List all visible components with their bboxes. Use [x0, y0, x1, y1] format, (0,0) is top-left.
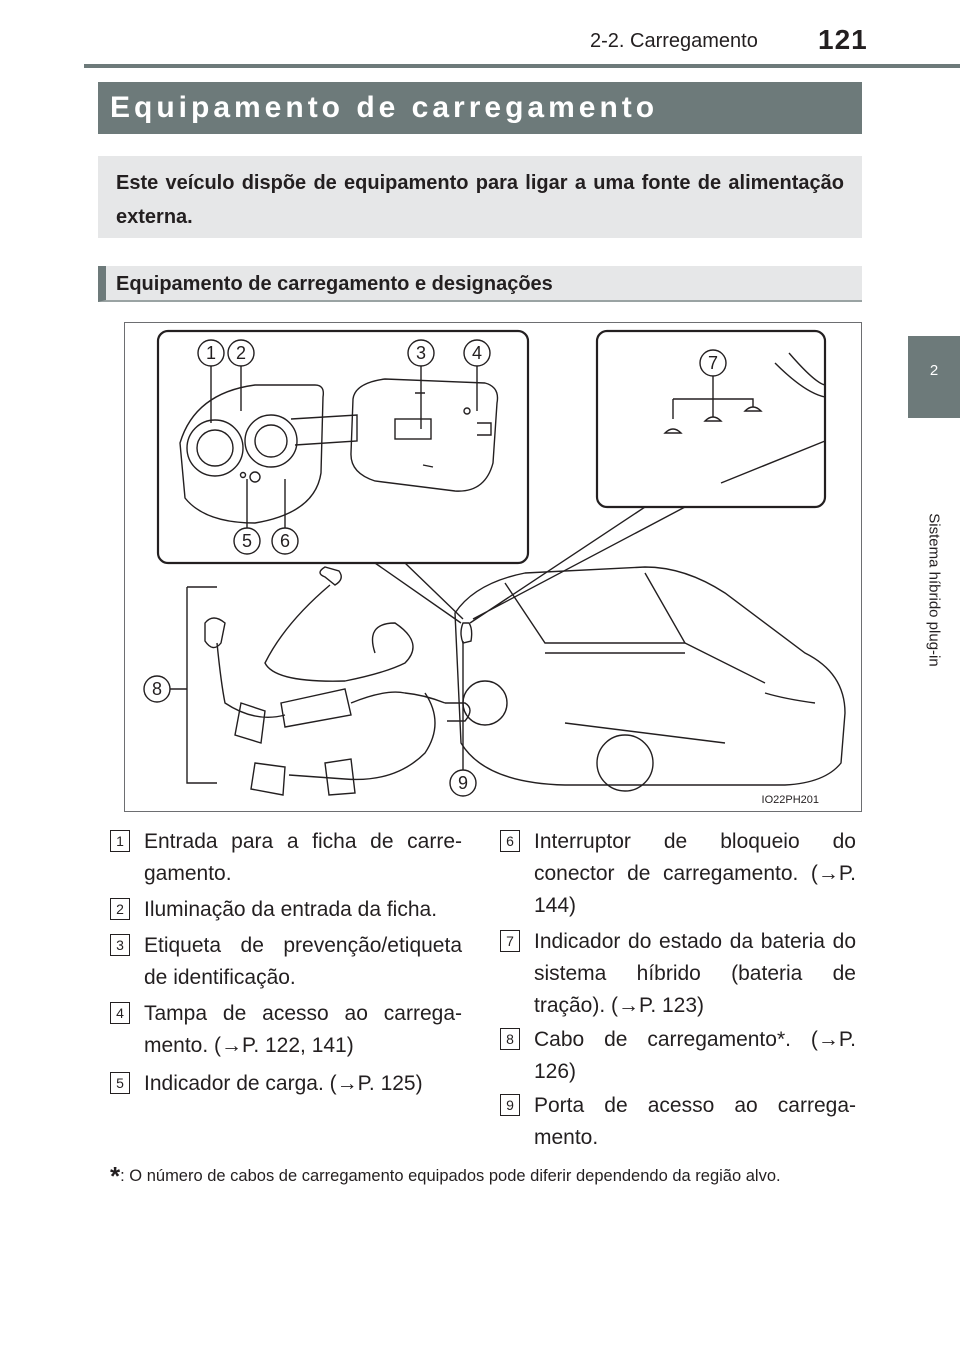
- item-text: Etiqueta de prevenção/etiqueta de identi…: [110, 930, 462, 994]
- item-number: 6: [500, 830, 520, 852]
- pointer-inlet: [375, 563, 463, 623]
- item-number: 4: [110, 1002, 130, 1024]
- item-text: Cabo de carregamento*. (→P. 126): [500, 1024, 856, 1088]
- callout-8-label: 8: [152, 679, 162, 699]
- item-number: 1: [110, 830, 130, 852]
- footnote: *: O número de cabos de carregamento equ…: [110, 1162, 856, 1190]
- pointer-indicator: [470, 507, 685, 623]
- list-item: 8 Cabo de carregamento*. (→P. 126): [500, 1024, 856, 1088]
- callout-1-label: 1: [206, 343, 216, 363]
- callout-9-label: 9: [458, 773, 468, 793]
- list-item: 2 Iluminação da entrada da ficha.: [110, 894, 462, 926]
- callout-3-label: 3: [416, 343, 426, 363]
- car-drawing: [455, 567, 845, 791]
- item-number: 3: [110, 934, 130, 956]
- item-number: 7: [500, 930, 520, 952]
- chapter-tab: 2: [908, 336, 960, 418]
- item-text: Tampa de acesso ao carrega-mento. (→P. 1…: [110, 998, 462, 1062]
- callout-2-label: 2: [236, 343, 246, 363]
- section-title: 2-2. Carregamento: [590, 30, 758, 53]
- item-text: Interruptor de bloqueio do conector de c…: [500, 826, 856, 922]
- item-text: Iluminação da entrada da ficha.: [110, 894, 462, 926]
- illustration-drawing: 1 2 3 4 5 6 7 8 9 IO22PH201: [125, 323, 861, 811]
- figure-code: IO22PH201: [762, 794, 819, 806]
- chapter-title: Sistema híbrido plug-in: [926, 513, 943, 666]
- list-item: 5 Indicador de carga. (→P. 125): [110, 1068, 462, 1100]
- list-item: 9 Porta de acesso ao carrega-mento.: [500, 1090, 856, 1154]
- item-number: 9: [500, 1094, 520, 1116]
- item-number: 5: [110, 1072, 130, 1094]
- callout-5-label: 5: [242, 531, 252, 551]
- callout-6-label: 6: [280, 531, 290, 551]
- list-item: 1 Entrada para a ficha de carre-gamento.: [110, 826, 462, 890]
- item-number: 8: [500, 1028, 520, 1050]
- header-rule: [84, 64, 960, 68]
- callout-4-label: 4: [472, 343, 482, 363]
- list-item: 4 Tampa de acesso ao carrega-mento. (→P.…: [110, 998, 462, 1062]
- item-text: Entrada para a ficha de carre-gamento.: [110, 826, 462, 890]
- charging-inlet-drawing: [180, 379, 498, 523]
- footnote-mark: *: [110, 1161, 120, 1191]
- illustration: 1 2 3 4 5 6 7 8 9 IO22PH201: [124, 322, 862, 812]
- item-text: Indicador de carga. (→P. 125): [110, 1068, 462, 1100]
- footnote-text: : O número de cabos de carregamento equi…: [120, 1167, 780, 1185]
- intro-box: Este veículo dispõe de equipamento para …: [98, 156, 862, 238]
- callout-7-label: 7: [708, 353, 718, 373]
- page-number: 121: [818, 24, 868, 56]
- item-number: 2: [110, 898, 130, 920]
- list-item: 3 Etiqueta de prevenção/etiqueta de iden…: [110, 930, 462, 994]
- charging-cable-drawing: [187, 567, 470, 795]
- item-text: Porta de acesso ao carrega-mento.: [500, 1090, 856, 1154]
- status-indicator-drawing: [665, 353, 825, 483]
- list-item: 7 Indicador do estado da bateria do sist…: [500, 926, 856, 1022]
- intro-text: Este veículo dispõe de equipamento para …: [116, 172, 844, 228]
- page-title: Equipamento de carregamento: [98, 82, 862, 134]
- item-text: Indicador do estado da bateria do sistem…: [500, 926, 856, 1022]
- list-item: 6 Interruptor de bloqueio do conector de…: [500, 826, 856, 922]
- subheading: Equipamento de carregamento e designaçõe…: [98, 266, 862, 302]
